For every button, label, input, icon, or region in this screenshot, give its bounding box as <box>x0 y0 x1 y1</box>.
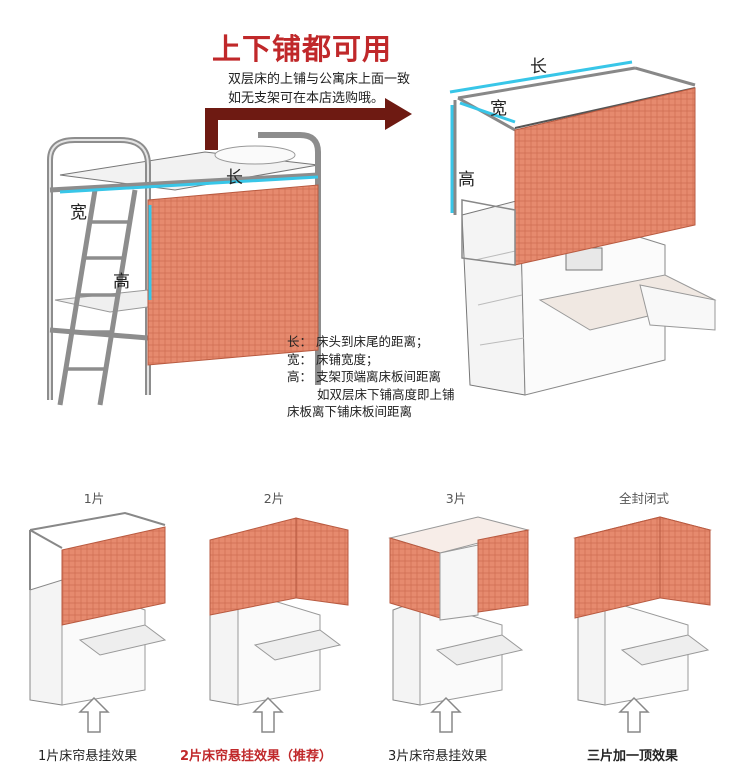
variant-1-illustration <box>29 511 167 706</box>
subtitle: 双层床的上铺与公寓床上面一致 如无支架可在本店选购哦。 <box>228 70 410 108</box>
direction-arrow <box>205 98 412 150</box>
definition-height: 高： 支架顶端离床板间距离 <box>287 369 441 384</box>
bunk-length-label: 长 <box>226 168 243 188</box>
variant-3-illustration <box>388 516 530 706</box>
variant-4-label: 全封闭式 <box>618 491 669 506</box>
up-arrow-icon <box>252 696 284 733</box>
up-arrow-icon <box>430 696 462 733</box>
loft-width-label: 宽 <box>490 99 507 119</box>
variant-1-caption: 1片床帘悬挂效果 <box>38 749 138 764</box>
definition-height-note-2: 床板离下铺床板间距离 <box>287 404 413 419</box>
variant-2-label: 2片 <box>263 491 285 506</box>
page-title: 上下铺都可用 <box>212 32 393 66</box>
loft-height-label: 高 <box>458 170 475 190</box>
bunk-width-label: 宽 <box>70 203 87 223</box>
loft-bed-illustration <box>449 60 717 396</box>
variant-1-label: 1片 <box>83 491 105 506</box>
variant-2-illustration <box>209 517 349 706</box>
up-arrow-icon <box>618 696 650 733</box>
definition-height-note-1: 如双层床下铺高度即上铺 <box>317 386 455 402</box>
variant-4-illustration <box>573 516 712 706</box>
up-arrow-icon <box>78 696 110 733</box>
subtitle-line-2: 如无支架可在本店选购哦。 <box>228 91 385 106</box>
definition-width: 宽： 床铺宽度； <box>287 351 379 367</box>
definition-length: 长： 床头到床尾的距离； <box>287 334 429 349</box>
bunk-height-label: 高 <box>113 272 130 292</box>
variant-2-caption: 2片床帘悬挂效果（推荐） <box>180 749 333 764</box>
measurement-definitions: 长： 床头到床尾的距离； 宽： 床铺宽度； 高： 支架顶端离床板间距离 如双层床… <box>287 333 455 421</box>
bunk-bed-illustration <box>47 132 321 406</box>
variant-3-label: 3片 <box>445 491 467 506</box>
subtitle-line-1: 双层床的上铺与公寓床上面一致 <box>228 72 411 87</box>
loft-length-label: 长 <box>530 57 547 77</box>
variant-4-caption: 三片加一顶效果 <box>587 749 679 764</box>
variant-3-caption: 3片床帘悬挂效果 <box>388 749 488 764</box>
